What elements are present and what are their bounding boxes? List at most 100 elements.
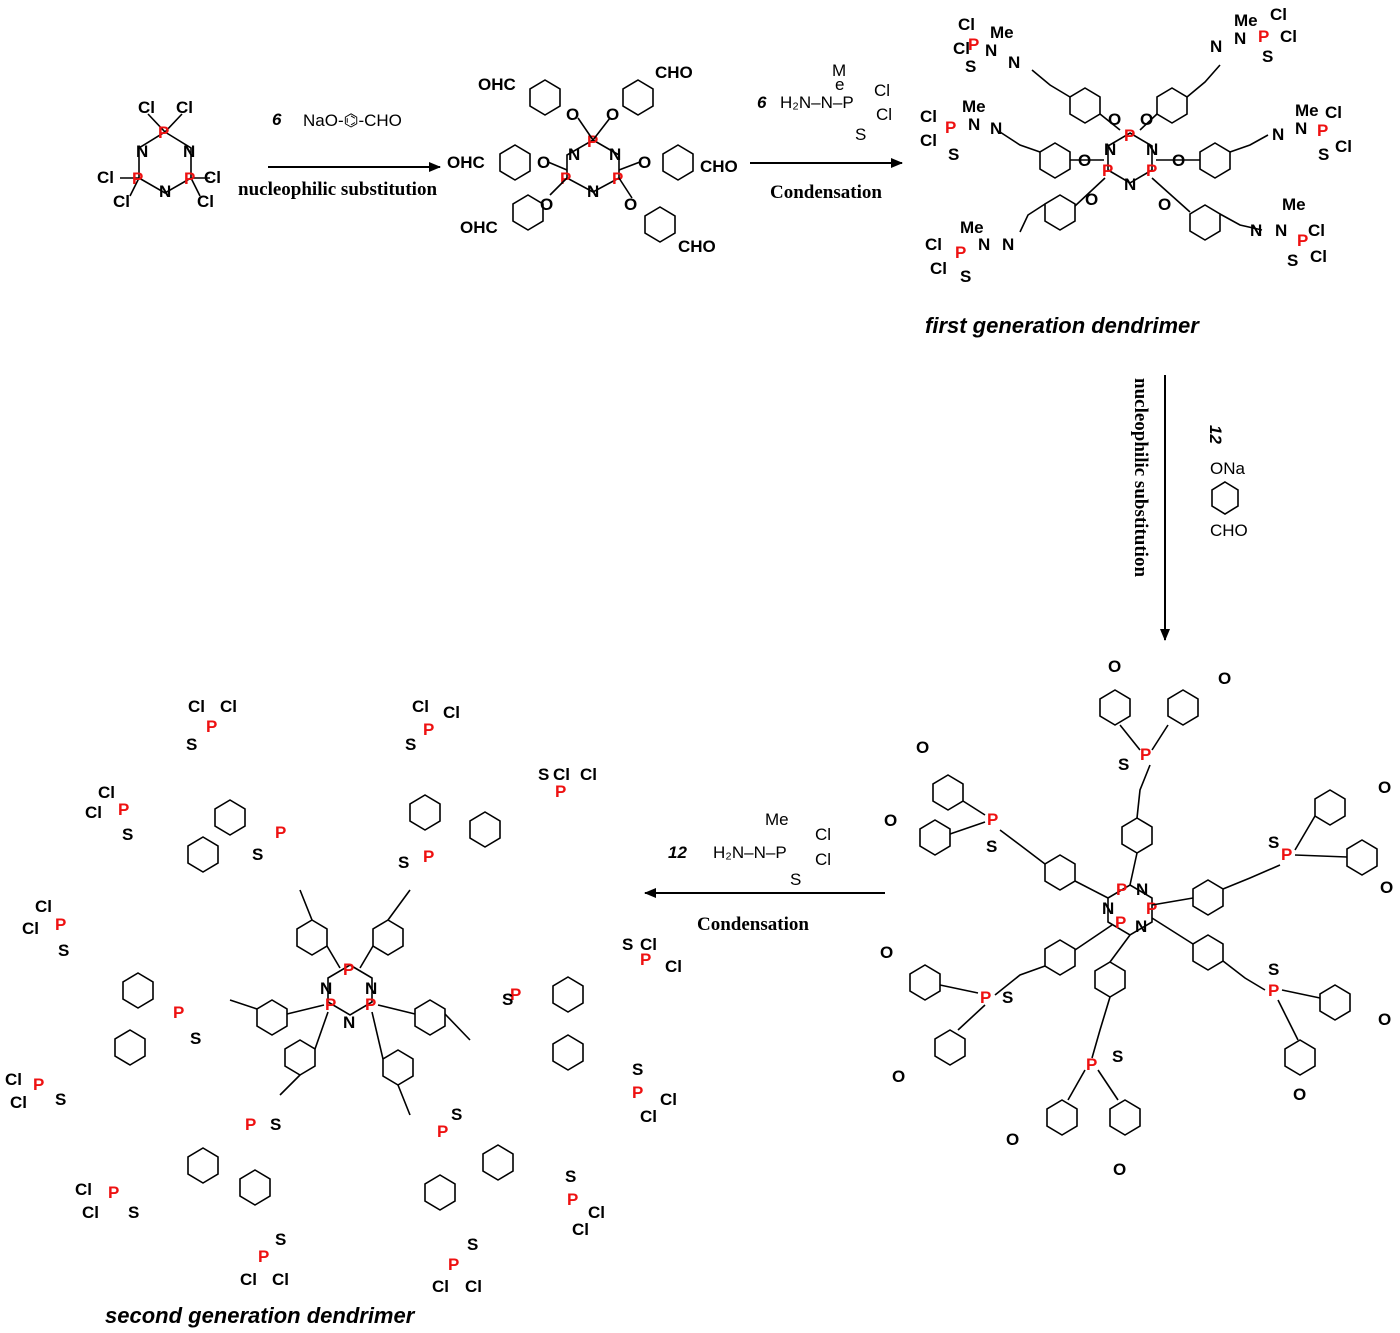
step-3-count: 12 <box>1206 425 1225 444</box>
n-atom: N <box>320 979 332 998</box>
p-atom: P <box>1146 899 1157 918</box>
step-2-label: Condensation <box>770 182 882 203</box>
aldehyde-o: O <box>1113 1160 1126 1179</box>
aldehyde-o: O <box>1378 778 1391 797</box>
n-atom: N <box>968 115 980 134</box>
o-atom: O <box>1158 195 1171 214</box>
n-atom: N <box>1250 221 1262 240</box>
reagent-line: S <box>790 870 801 889</box>
n-atom: N <box>1135 917 1147 936</box>
n-atom: N <box>568 145 580 164</box>
s-atom: S <box>405 735 416 754</box>
p-atom: P <box>632 1083 643 1102</box>
p-atom: P <box>1297 231 1308 250</box>
aldehyde-group: OHC <box>460 218 498 237</box>
hexa-aldehyde-intermediate: P P P N N N O O O O O O OHC CHO OHC CHO … <box>447 63 738 256</box>
s-atom: S <box>1268 960 1279 979</box>
p-atom: P <box>980 988 991 1007</box>
cl-atom: Cl <box>958 15 975 34</box>
s-atom: S <box>1268 833 1279 852</box>
o-atom: O <box>1085 190 1098 209</box>
s-atom: S <box>55 1090 66 1109</box>
aldehyde-group: OHC <box>447 153 485 172</box>
cl-atom: Cl <box>220 697 237 716</box>
step-3-label: nucleophilic substitution <box>1130 378 1151 577</box>
terminal-group: N N Me P Cl Cl S <box>920 97 1002 164</box>
p-atom: P <box>567 1190 578 1209</box>
cl-atom: Cl <box>1308 221 1325 240</box>
o-atom: O <box>624 195 637 214</box>
p-atom: P <box>640 950 651 969</box>
reagent-line: Cl <box>815 825 831 844</box>
cl-atom: Cl <box>920 131 937 150</box>
step-1: 6 NaO-⌬-CHO nucleophilic substitution <box>238 110 441 200</box>
p-atom: P <box>612 169 623 188</box>
step-4-label: Condensation <box>697 914 809 935</box>
cl-atom: Cl <box>665 957 682 976</box>
n-atom: N <box>1008 53 1020 72</box>
cl-atom: Cl <box>22 919 39 938</box>
o-atom: O <box>606 105 619 124</box>
cl-atom: Cl <box>10 1093 27 1112</box>
methyl: Me <box>1282 195 1306 214</box>
p-atom: P <box>132 169 143 188</box>
s-atom: S <box>948 145 959 164</box>
aldehyde-o: O <box>916 738 929 757</box>
p-atom: P <box>1102 161 1113 180</box>
reagent-line: S <box>855 125 866 144</box>
n-atom: N <box>1272 125 1284 144</box>
n-atom: N <box>365 979 377 998</box>
n-atom: N <box>985 41 997 60</box>
p-atom: P <box>423 847 434 866</box>
p-atom: P <box>587 132 598 151</box>
reagent-line: M <box>832 61 846 80</box>
reagent-line: Cl <box>876 105 892 124</box>
cl-atom: Cl <box>97 168 114 187</box>
o-atom: O <box>540 195 553 214</box>
aldehyde-group: CHO <box>678 237 716 256</box>
methyl: Me <box>1295 101 1319 120</box>
s-atom: S <box>1287 251 1298 270</box>
p-atom: P <box>1258 27 1269 46</box>
o-atom: O <box>1172 151 1185 170</box>
o-atom: O <box>1140 110 1153 129</box>
aldehyde-group: CHO <box>700 157 738 176</box>
step-3: nucleophilic substitution 12 ONa CHO <box>1130 375 1248 641</box>
p-atom: P <box>423 720 434 739</box>
cl-atom: Cl <box>1310 247 1327 266</box>
s-atom: S <box>270 1115 281 1134</box>
cl-atom: Cl <box>188 697 205 716</box>
s-atom: S <box>565 1167 576 1186</box>
p-atom: P <box>955 243 966 262</box>
reagent-line: H₂N–N–P <box>780 93 854 112</box>
cl-atom: Cl <box>660 1090 677 1109</box>
p-atom: P <box>245 1115 256 1134</box>
step-2-count: 6 <box>757 93 767 112</box>
aldehyde-o: O <box>1108 657 1121 676</box>
p-atom: P <box>33 1075 44 1094</box>
s-atom: S <box>451 1105 462 1124</box>
s-atom: S <box>965 57 976 76</box>
cl-atom: Cl <box>197 192 214 211</box>
aldehyde-o: O <box>892 1067 905 1086</box>
terminal-group: N N Me P Cl Cl S <box>1250 195 1327 270</box>
s-atom: S <box>122 825 133 844</box>
p-atom: P <box>1086 1055 1097 1074</box>
cl-atom: Cl <box>75 1180 92 1199</box>
s-atom: S <box>128 1203 139 1222</box>
p-atom: P <box>55 915 66 934</box>
p-atom: P <box>158 123 169 142</box>
p-atom: P <box>437 1122 448 1141</box>
cl-atom: Cl <box>953 39 970 58</box>
cl-atom: Cl <box>98 783 115 802</box>
reagent-line: CHO <box>1210 521 1248 540</box>
o-atom: O <box>537 153 550 172</box>
s-atom: S <box>1262 47 1273 66</box>
terminal-group: N N Me P Cl Cl S <box>925 218 1014 286</box>
cl-atom: Cl <box>572 1220 589 1239</box>
p-atom: P <box>173 1003 184 1022</box>
n-atom: N <box>1210 37 1222 56</box>
s-atom: S <box>960 267 971 286</box>
cl-atom: Cl <box>920 107 937 126</box>
s-atom: S <box>190 1029 201 1048</box>
